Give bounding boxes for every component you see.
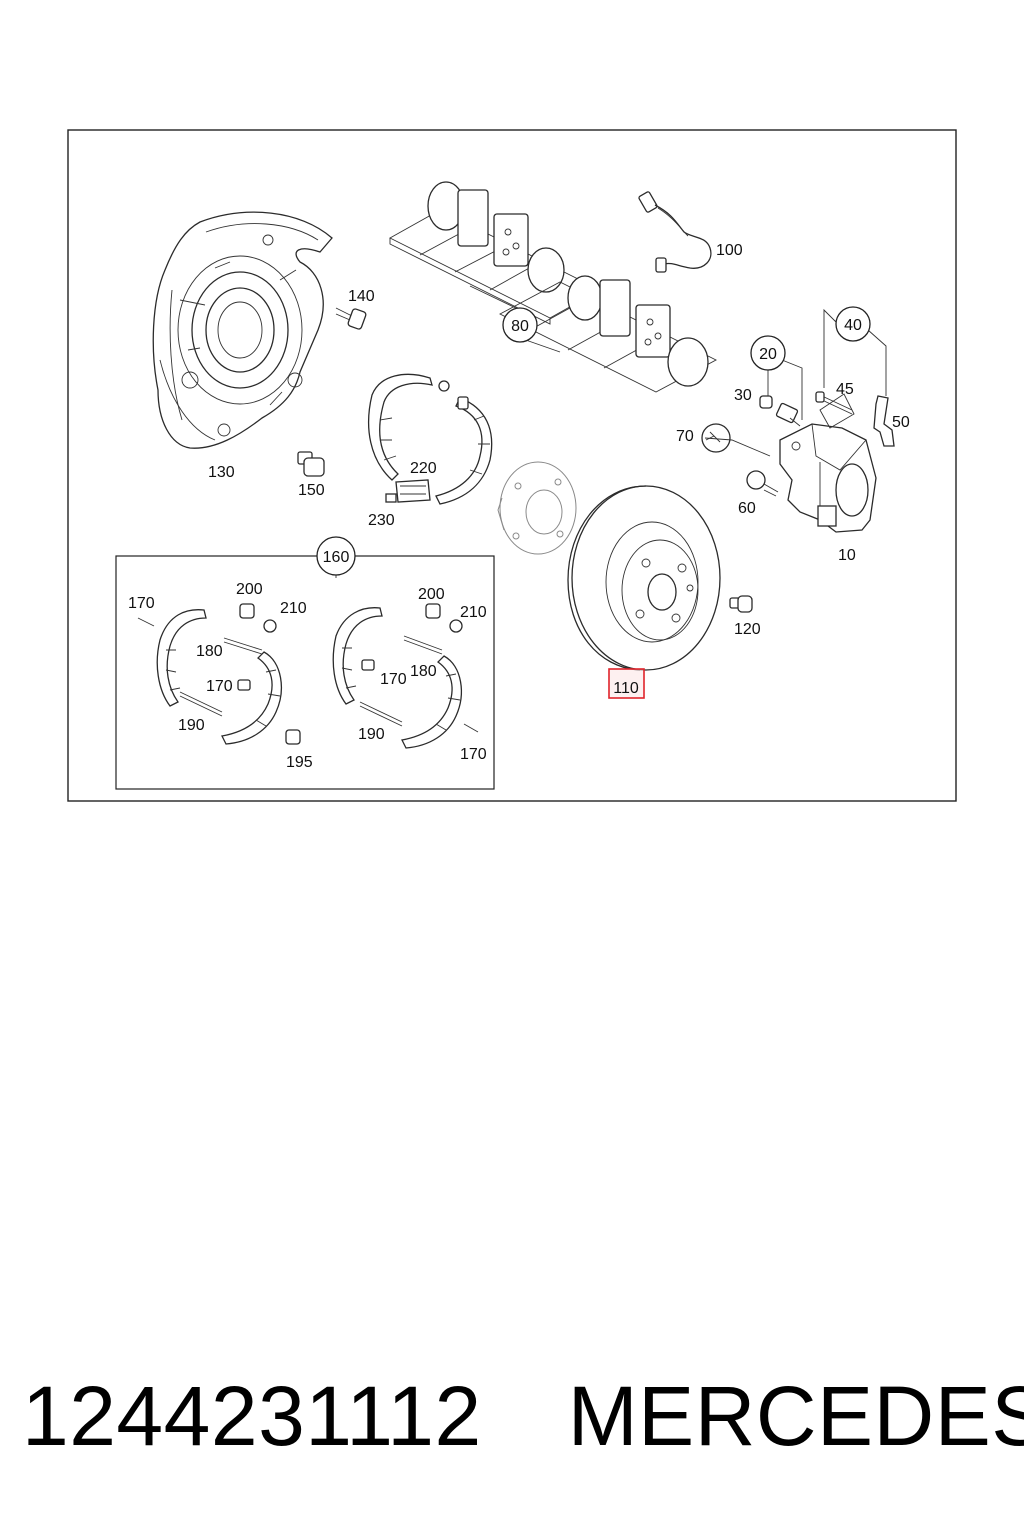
label-120[interactable]: 120 [734,621,761,638]
brake-disc-drawing [567,485,721,671]
brake-pads-drawing [389,181,717,393]
shoe-kit-frame [115,555,495,790]
backing-plate-drawing [152,211,333,449]
label-170-a[interactable]: 170 [128,595,155,612]
highlight-box [608,668,645,699]
part-number: 1244231112 [22,1369,482,1463]
label-200-a[interactable]: 200 [236,581,263,598]
label-100[interactable]: 100 [716,242,743,259]
spring-clip-50-drawing [873,395,895,447]
wrench-70-drawing [701,423,731,453]
label-130[interactable]: 130 [208,464,235,481]
label-170-b[interactable]: 170 [206,678,233,695]
bolt-120-drawing [729,595,753,613]
svg-text:20: 20 [759,346,777,363]
label-195[interactable]: 195 [286,754,313,771]
bolt-60-drawing [746,470,779,497]
svg-text:40: 40 [844,317,862,334]
shoe-kit-left-drawing [137,603,301,745]
bleeder-30-drawing [759,395,801,427]
label-150[interactable]: 150 [298,482,325,499]
callout-160[interactable]: 160 [316,536,356,576]
label-200-b[interactable]: 200 [418,586,445,603]
bolt-150-drawing [297,451,325,477]
svg-text:80: 80 [511,318,529,335]
label-170-c[interactable]: 170 [380,671,407,688]
label-110-highlighted[interactable]: 110 [608,668,645,699]
wheel-hub-drawing [497,461,577,555]
label-190-b[interactable]: 190 [358,726,385,743]
label-60[interactable]: 60 [738,500,756,517]
pin-45-drawing [815,391,853,415]
label-230[interactable]: 230 [368,512,395,529]
label-170-d[interactable]: 170 [460,746,487,763]
label-180-a[interactable]: 180 [196,643,223,660]
callout-40[interactable]: 40 [835,306,871,342]
label-210-a[interactable]: 210 [280,600,307,617]
label-210-b[interactable]: 210 [460,604,487,621]
leader-lines [335,285,887,578]
label-70[interactable]: 70 [676,428,694,445]
svg-text:160: 160 [323,549,350,566]
label-50[interactable]: 50 [892,414,910,431]
footer-caption: 1244231112 MERCEDES [22,1368,1024,1465]
svg-text:110: 110 [613,680,639,697]
shoe-kit-right-drawing [332,603,479,749]
callout-20[interactable]: 20 [750,335,786,371]
label-10[interactable]: 10 [838,547,856,564]
label-190-a[interactable]: 190 [178,717,205,734]
diagram-frame [67,129,957,802]
brand-name: MERCEDES [567,1369,1024,1463]
bolt-140-drawing [335,307,367,330]
wear-sensor-drawing [638,191,712,273]
label-220[interactable]: 220 [410,460,437,477]
label-180-b[interactable]: 180 [410,663,437,680]
parking-shoes-drawing [367,373,493,505]
label-30[interactable]: 30 [734,387,752,404]
label-140[interactable]: 140 [348,288,375,305]
brake-caliper-drawing [779,393,877,533]
label-45[interactable]: 45 [836,381,854,398]
callout-80[interactable]: 80 [502,307,538,343]
